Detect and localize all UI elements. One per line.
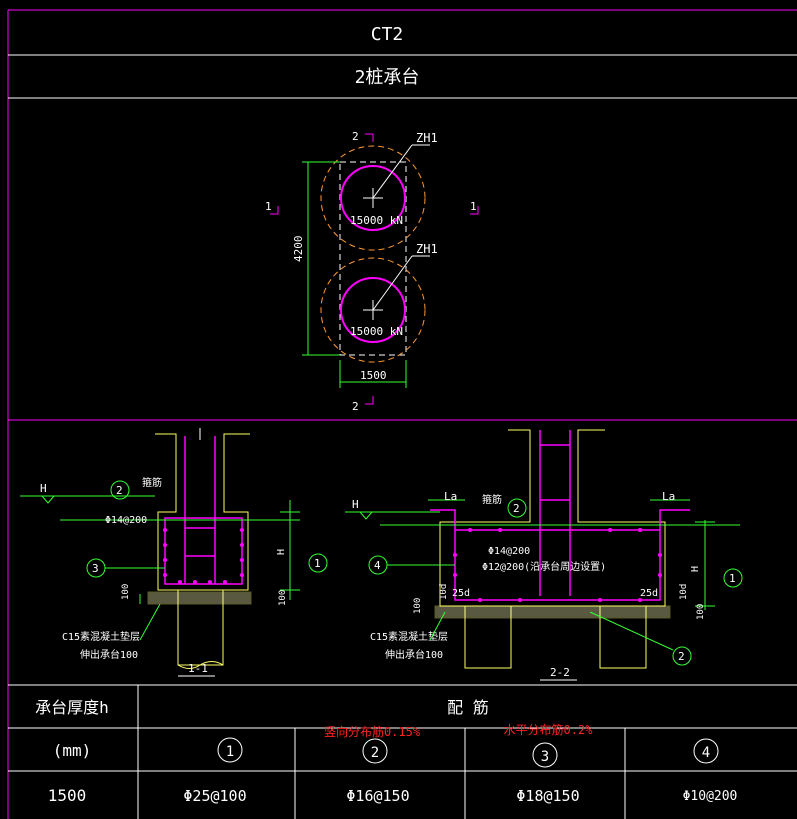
top-bar-label-2-2: Φ14@200 [488,546,530,557]
section-title-2-2: 2-2 [550,666,570,679]
section-mark-1-right: 1 [470,200,477,213]
cover-left-2-2: 25d [452,588,470,599]
cushion-note1-2-2: C15素混凝土垫层 [370,630,448,643]
col-2-number: 2 [371,745,379,761]
callout-1-2-2 [723,568,743,588]
cushion-note2-1-1: 伸出承台100 [80,648,138,661]
pile-label-bottom: ZH1 [416,242,438,256]
dim-d-right-2-2: 10d [679,584,689,600]
callout-2-1-1 [110,480,130,500]
section-title-1-1: 1-1 [188,662,208,675]
note-vertical: 竖向分布筋0.15% [324,724,421,739]
pile-2-2-right [599,605,647,669]
cushion-note2-2-2: 伸出承台100 [385,648,443,661]
cell-bar-4: Φ10@200 [683,789,738,804]
table-header-thickness: 承台厚度h [35,698,109,717]
drawing-subtitle: 2桩承台 [355,67,420,88]
pile-label-top: ZH1 [416,131,438,145]
pile-outline-bottom [320,257,426,363]
ground-level-1-1: H [40,482,47,495]
callout-1-1-1 [308,553,328,573]
la-right: La [662,490,675,503]
drawing-code: CT2 [371,24,404,45]
cushion-note1-1-1: C15素混凝土垫层 [62,630,140,643]
callout-2b-2-2 [672,646,692,666]
la-left: La [444,490,457,503]
callout-1-text-2-2: 1 [729,572,736,585]
pile-outline-top [320,145,426,251]
pile-top [340,165,406,231]
cushion-2-2 [434,605,671,619]
section-1-1: H 2 箍筋 Φ14@200 3 1 H 100 100 C15素混凝土垫层 伸… [20,428,328,677]
plan-view: ZH1 ZH1 15000 kN 15000 kN 4200 1500 2 2 … [265,130,479,413]
side-bar-label-2-2: Φ12@200(沿承台周边设置) [482,560,606,573]
cell-thickness: 1500 [48,786,87,805]
dim-width: 1500 [360,369,387,382]
dim-100b-1-1: 100 [278,590,288,606]
stirrup-label-1-1: 箍筋 [142,476,162,489]
dim-100-2-2: 100 [413,598,423,614]
col-4-number: 4 [702,745,710,761]
dim-length: 4200 [292,236,305,263]
title-frame [7,9,797,819]
stirrup-label-2-2: 箍筋 [482,493,502,506]
height-label-2-2: H [690,566,701,572]
dim-d-left-2-2: 10d [439,584,449,600]
callout-2-text-1-1: 2 [116,484,123,497]
col-3-number: 3 [541,749,549,765]
callout-2-text-2-2: 2 [513,502,520,515]
pile-2-2-left [464,605,512,669]
pile-bottom [340,277,406,343]
callout-2b-text-2-2: 2 [678,650,685,663]
table-header-rebar: 配 筋 [447,698,489,717]
top-bar-label-1-1: Φ14@200 [105,515,147,526]
note-horizontal: 水平分布筋0.2% [504,722,594,737]
dimension-lines [302,161,407,388]
cover-right-2-2: 25d [640,588,658,599]
col-1-number: 1 [226,744,234,760]
section-2-2: H La La 箍筋 2 Φ14@200 Φ12@200(沿承台周边设置) 4 … [345,429,743,681]
pile-load-bottom: 15000 kN [350,325,403,338]
cell-bar-2: Φ16@150 [346,787,409,805]
rebar-table [8,685,797,819]
callout-1-text-1-1: 1 [314,557,321,570]
section-mark-2-top: 2 [352,130,359,143]
pile-load-top: 15000 kN [350,214,403,227]
callout-2-2-2 [507,498,527,518]
section-mark-1-left: 1 [265,200,272,213]
cap-outline-dashed [339,161,407,356]
callout-3-text-1-1: 3 [92,562,99,575]
section-mark-2-bottom: 2 [352,400,359,413]
height-label-1-1: H [276,549,287,555]
cushion-1-1 [147,591,252,605]
callout-4-text-2-2: 4 [374,559,381,572]
table-unit: (mm) [53,741,92,760]
cell-bar-1: Φ25@100 [183,787,246,805]
dim-100b-2-2: 100 [696,604,706,620]
dim-100-1-1: 100 [121,584,131,600]
ground-level-2-2: H [352,498,359,511]
cell-bar-3: Φ18@150 [516,787,579,805]
